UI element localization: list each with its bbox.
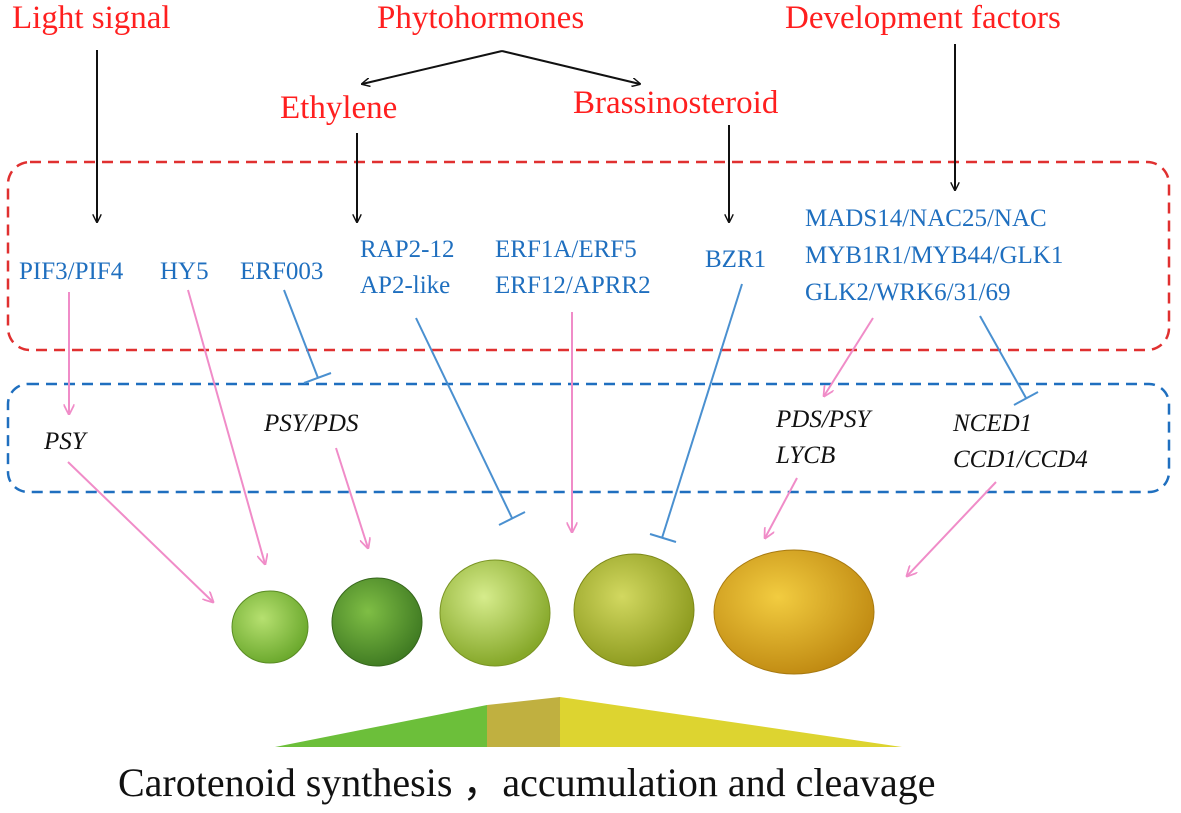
gene-lycb: LYCB [776,442,836,469]
bzr1-inhibition-bar [649,533,677,543]
psy-to-fruit-arrow [67,461,213,602]
fruit-series [231,549,875,675]
fruit-stage-4 [573,553,695,667]
light-signal-label: Light signal [12,0,171,36]
triangle-green-part [275,705,487,747]
gene-pds-psy: PDS/PSY [776,406,871,433]
gene-psy-pds: PSY/PDS [264,410,359,437]
regulator-erf12-aprr2: ERF12/APRR2 [495,272,651,299]
gene-box [6,382,1171,494]
triangle-yellow-part [560,697,902,747]
gene-psy: PSY [44,428,86,455]
dev-inhibition-line [979,315,1027,399]
regulator-bzr1: BZR1 [705,246,767,273]
phyto-to-brassinosteroid-arrow [501,50,640,84]
psy-pds-to-fruit-arrow [335,447,368,548]
fruit-stage-5 [713,549,875,675]
regulator-dev-line-3: GLK2/WRK6/31/69 [805,279,1011,306]
rap-inhibition-line [415,317,513,519]
gene-nced1: NCED1 [953,410,1033,437]
regulator-pif3-pif4: PIF3/PIF4 [19,258,124,285]
regulator-rap2-12: RAP2-12 [360,236,455,263]
nced-to-fruit-arrow [907,481,997,576]
regulator-hy5: HY5 [160,258,209,285]
pds-psy-to-fruit-arrow [765,477,798,538]
regulator-erf1a-erf5: ERF1A/ERF5 [495,236,637,263]
fruit-stage-3 [439,559,551,667]
bzr1-inhibition-line [661,283,743,539]
dev-inhibition-bar [1013,391,1039,406]
phyto-to-ethylene-arrow [362,50,503,84]
caption: Carotenoid synthesis ，accumulation and c… [118,760,936,805]
triangle-olive-part [487,697,560,747]
development-factors-label: Development factors [785,0,1061,36]
carotenoid-gradient-triangle [275,697,902,747]
regulator-box [6,160,1171,352]
hy5-activation-arrow [187,289,265,564]
regulator-dev-line-1: MADS14/NAC25/NAC [805,205,1047,232]
rap-inhibition-bar [498,511,526,526]
dev-activation-arrow [824,317,874,396]
fruit-stage-2 [331,577,423,667]
gene-ccd1-ccd4: CCD1/CCD4 [953,446,1088,473]
regulator-ap2-like: AP2-like [360,272,451,299]
brassinosteroid-label: Brassinosteroid [573,85,779,121]
fruit-stage-1 [231,590,309,664]
erf003-inhibition-bar [303,372,332,384]
regulator-erf003: ERF003 [240,258,324,285]
regulator-dev-line-2: MYB1R1/MYB44/GLK1 [805,242,1064,269]
ethylene-label: Ethylene [280,90,398,126]
phytohormones-label: Phytohormones [377,0,585,36]
erf003-inhibition-line [283,289,319,379]
